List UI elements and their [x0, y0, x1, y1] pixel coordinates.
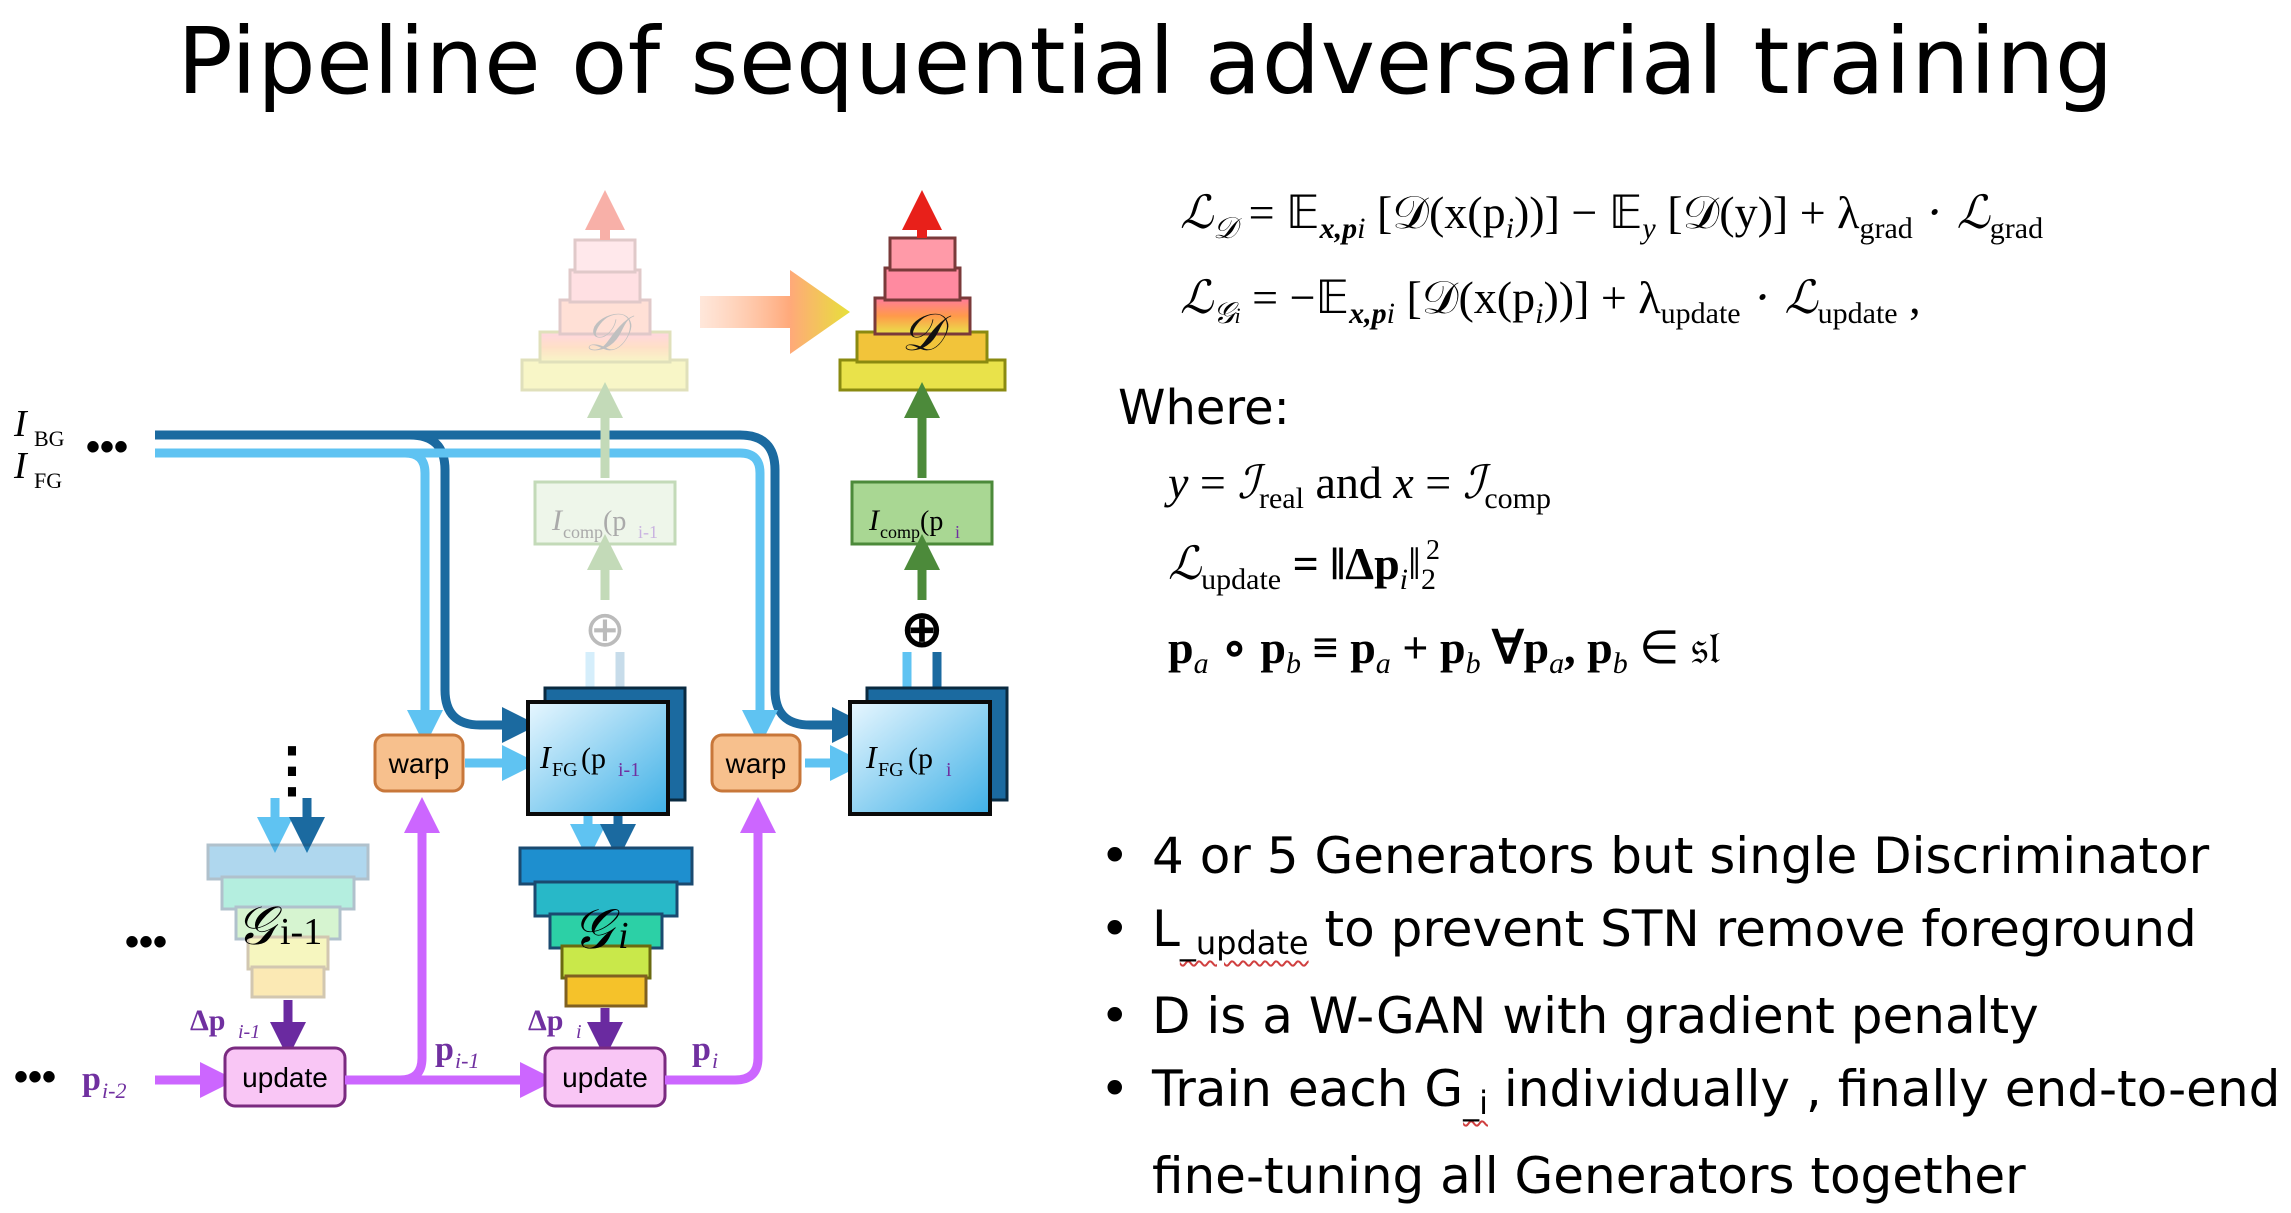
- vertical-dots: ⋮: [262, 736, 322, 803]
- warp-cur-label: warp: [725, 748, 787, 779]
- comp-prev-sub: comp: [563, 522, 603, 542]
- bg-line-to-fg-cur: [410, 430, 868, 743]
- fg-cur-label: I: [865, 739, 878, 775]
- update-prev-label: update: [242, 1062, 328, 1093]
- comp-prev-arg: (p: [603, 506, 626, 537]
- loss-d-equation: ℒ𝒟 = 𝔼x,pi [𝒟(x(pi))] − 𝔼y [𝒟(y)] + λgra…: [1180, 185, 2044, 246]
- warp-prev-box: [373, 733, 465, 793]
- fg-line-to-warp-prev: [155, 448, 443, 746]
- where-label: Where:: [1118, 380, 1290, 436]
- pipeline-diagram: 𝒟 𝒟 I BG I FG ••• I comp (p i-1 ⊕ I comp…: [13, 190, 1009, 1108]
- bg-line-to-fg-prev: [155, 430, 538, 743]
- p-cur-sub: i: [712, 1048, 718, 1073]
- bullet-item: Train each G_i individually , finally en…: [1100, 1053, 2291, 1213]
- p-cur-label: p: [692, 1031, 711, 1068]
- update-ellipsis: •••: [14, 1055, 56, 1099]
- comp-prev-label: I: [551, 504, 564, 537]
- generator-previous: [206, 843, 370, 999]
- p-prev-sub: i-1: [455, 1048, 479, 1073]
- fg-prev-sub: FG: [552, 759, 578, 781]
- generator-ellipsis: •••: [125, 920, 167, 964]
- comp-prev-box: [533, 480, 677, 546]
- dp-prev-label: Δp: [190, 1004, 226, 1037]
- fg-cur-arg: (p: [908, 742, 933, 775]
- fg-cur-sub: FG: [878, 759, 904, 781]
- slide-title: Pipeline of sequential adversarial train…: [177, 8, 2114, 115]
- fg-cur-arg-sub: i: [946, 759, 952, 781]
- input-ellipsis: •••: [86, 425, 128, 469]
- comp-cur-sub: comp: [880, 522, 920, 542]
- warp-cur-box: [710, 733, 802, 793]
- dp-prev-sub: i-1: [238, 1021, 260, 1043]
- loss-g-equation: ℒ𝒢i = −𝔼x,pi [𝒟(x(pi))] + λupdate · ℒupd…: [1180, 270, 1921, 331]
- bullet-item: 4 or 5 Generators but single Discriminat…: [1100, 820, 2291, 893]
- fg-cur-box: [848, 700, 992, 816]
- warp-prev-label: warp: [388, 748, 450, 779]
- fg-prev-arg: (p: [581, 742, 606, 775]
- generator-current-sub: i: [618, 915, 629, 957]
- p-cur-to-warp-arrow: [665, 797, 776, 1085]
- p-in-sub: i-2: [102, 1078, 126, 1103]
- fg-line-to-warp-cur: [405, 448, 778, 746]
- bullet-item: L_update to prevent STN remove foregroun…: [1100, 893, 2291, 980]
- plus-prev: ⊕: [584, 601, 626, 657]
- fg-prev-label: I: [539, 739, 552, 775]
- dp-cur-sub: i: [576, 1021, 582, 1043]
- bullet-list: 4 or 5 Generators but single Discriminat…: [1100, 820, 2291, 1213]
- p-prev-label: p: [435, 1031, 454, 1068]
- input-bg-label: I: [13, 403, 29, 445]
- generator-current: [518, 846, 694, 1008]
- step-transition-arrow: [700, 270, 850, 354]
- fg-prev-box: [526, 700, 670, 816]
- input-bg-sub: BG: [34, 426, 65, 451]
- plus-cur: ⊕: [901, 601, 943, 657]
- comp-cur-arg: (p: [920, 506, 943, 537]
- discriminator-current: 𝒟: [838, 236, 1007, 392]
- input-fg-label: I: [13, 445, 29, 487]
- discriminator-previous: 𝒟: [520, 238, 689, 392]
- bullet-item: D is a W-GAN with gradient penalty: [1100, 980, 2291, 1053]
- definition-line-2: ℒupdate = ‖Δpi‖22: [1168, 535, 1440, 596]
- fg-prev-arg-sub: i-1: [618, 759, 640, 781]
- comp-cur-arg-sub: i: [955, 522, 960, 542]
- generator-previous-sub: i-1: [280, 911, 322, 953]
- definition-line-1: y = ℐreal and x = ℐcomp: [1168, 455, 1552, 515]
- comp-cur-label: I: [868, 504, 881, 537]
- update-cur-label: update: [562, 1062, 648, 1093]
- comp-prev-arg-sub: i-1: [638, 522, 658, 542]
- input-fg-sub: FG: [34, 468, 62, 493]
- definition-line-3: pa ∘ pb ≡ pa + pb ∀pa, pb ∈ 𝔰𝔩: [1168, 622, 1720, 680]
- p-in-label: p: [82, 1061, 101, 1098]
- dp-cur-label: Δp: [528, 1004, 564, 1037]
